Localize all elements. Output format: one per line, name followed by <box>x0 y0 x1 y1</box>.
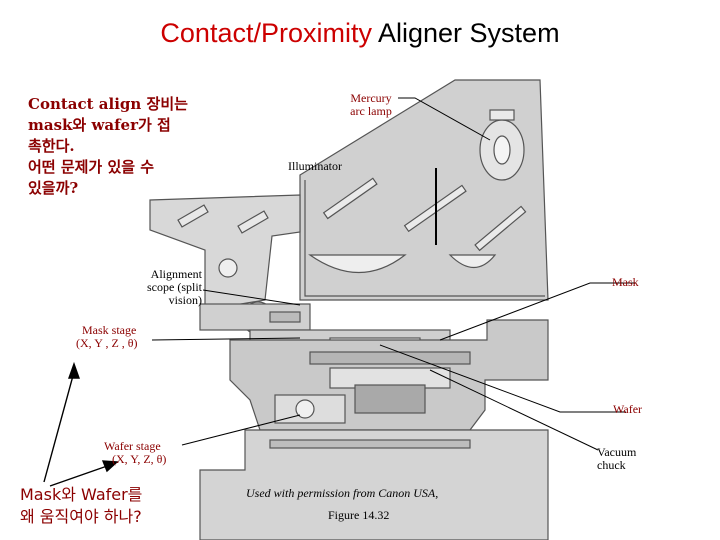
leader-wafer <box>379 344 626 413</box>
label-alignment-scope: Alignment scope (split vision) <box>130 268 202 307</box>
label-wafer-stage-line-2: (X, Y, Z, θ) <box>112 452 167 466</box>
question-top-line-2: mask와 wafer가 접 <box>28 116 171 134</box>
page-title: Contact/Proximity Aligner System <box>0 18 720 49</box>
title-accent: Contact/Proximity <box>160 18 372 48</box>
label-alignment-line-1: Alignment <box>150 267 202 281</box>
label-mask: Mask <box>612 275 639 289</box>
leader-mercury <box>398 97 491 141</box>
label-mercury-arc-lamp: Mercury arc lamp <box>336 92 406 118</box>
label-wafer-stage: Wafer stage (X, Y, Z, θ) <box>104 440 166 466</box>
label-mask-stage: Mask stage (X, Y , Z , θ) <box>76 324 138 350</box>
question-top-line-5: 있을까? <box>28 179 79 197</box>
leader-vacuum <box>429 369 599 451</box>
label-mercury-line-2: arc lamp <box>350 104 392 118</box>
leader-mask-stage <box>151 337 301 341</box>
label-vacuum-line-1: Vacuum <box>597 445 637 459</box>
label-vacuum-line-2: chuck <box>597 458 626 472</box>
label-alignment-line-2: scope (split <box>147 280 202 294</box>
leader-mask <box>439 282 636 341</box>
credit-text: Used with permission from Canon USA, <box>246 486 439 500</box>
label-mercury-line-1: Mercury <box>350 91 392 105</box>
label-illuminator: Illuminator <box>288 159 342 173</box>
figure-caption: Figure 14.32 <box>328 508 390 522</box>
mirror-bar-3 <box>322 177 378 220</box>
arrow-to-wafer-stage <box>49 464 111 487</box>
question-bottom-line-2: 왜 움직여야 하나? <box>20 507 142 526</box>
label-wafer-stage-line-1: Wafer stage <box>104 439 161 453</box>
question-top-line-4: 어떤 문제가 있을 수 <box>28 158 155 176</box>
label-vacuum-chuck: Vacuum chuck <box>597 446 636 472</box>
question-bottom: Mask와 Wafer를 왜 움직여야 하나? <box>20 484 210 528</box>
question-top-line-3: 촉한다. <box>28 137 75 155</box>
arrow-to-mask-stage <box>43 371 75 483</box>
title-rest: Aligner System <box>371 18 560 48</box>
machine-base <box>199 429 549 540</box>
label-mask-stage-line-1: Mask stage <box>82 323 137 337</box>
label-alignment-line-3: vision) <box>168 293 202 307</box>
question-top-line-1: Contact align 장비는 <box>28 95 188 113</box>
condenser-lens <box>308 254 407 273</box>
label-wafer: Wafer <box>613 402 643 416</box>
label-mask-stage-line-2: (X, Y , Z , θ) <box>76 336 138 350</box>
leader-alignment <box>202 289 301 306</box>
mirror-bar-2 <box>474 205 527 252</box>
question-bottom-line-1: Mask와 Wafer를 <box>20 485 143 504</box>
leader-wafer-stage <box>181 414 301 446</box>
question-top: Contact align 장비는 mask와 wafer가 접 촉한다. 어떤… <box>28 94 228 199</box>
